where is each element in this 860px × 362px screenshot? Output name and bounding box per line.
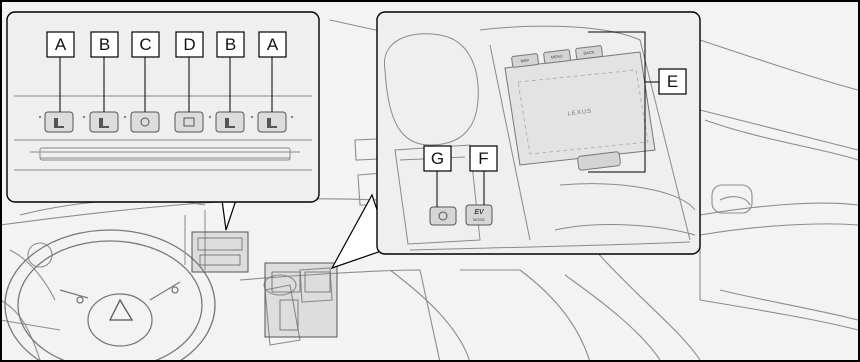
- callout-e: E: [659, 69, 686, 94]
- callout-b-left: B: [91, 32, 118, 57]
- callout-g: G: [424, 146, 451, 171]
- svg-text:EV: EV: [474, 209, 485, 216]
- svg-text:B: B: [99, 35, 110, 54]
- callout-a-left: A: [47, 32, 74, 57]
- callout-a-right: A: [259, 32, 286, 57]
- seat-switch-inset: A B C D B A: [7, 12, 319, 230]
- console-highlight: [265, 263, 337, 337]
- callout-d: D: [176, 32, 203, 57]
- svg-text:F: F: [478, 149, 488, 168]
- touchpad-inset: LEXUS MAP MENU BACK EV MODE: [332, 12, 700, 268]
- svg-text:E: E: [667, 72, 678, 91]
- svg-text:G: G: [431, 149, 444, 168]
- callout-c: C: [132, 32, 159, 57]
- svg-text:B: B: [225, 35, 236, 54]
- svg-text:C: C: [139, 35, 151, 54]
- callout-b-right: B: [217, 32, 244, 57]
- svg-text:MODE: MODE: [473, 217, 485, 222]
- touchpad: LEXUS MAP MENU BACK: [505, 45, 655, 170]
- callout-f: F: [470, 146, 497, 171]
- svg-text:A: A: [55, 35, 67, 54]
- svg-text:D: D: [183, 35, 195, 54]
- svg-text:A: A: [267, 35, 279, 54]
